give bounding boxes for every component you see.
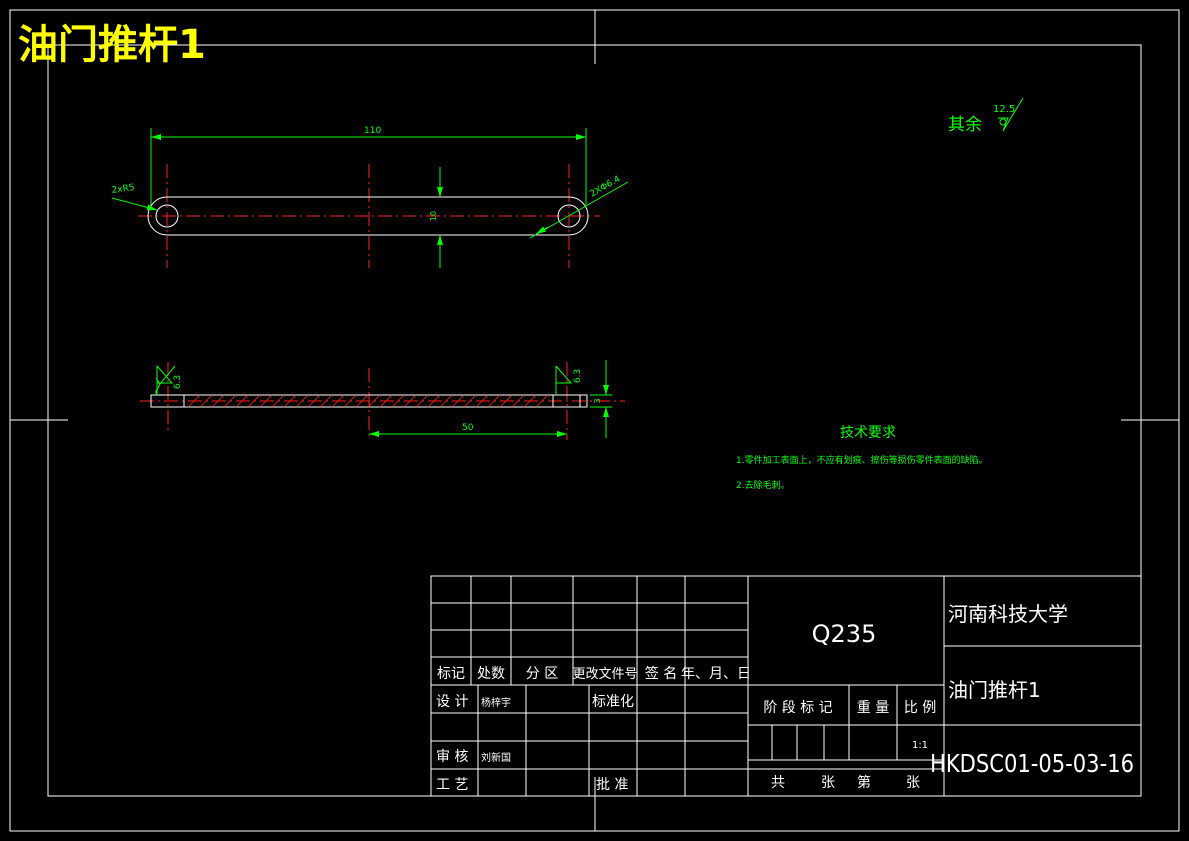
tb-header-date: 年、月、日 [681,666,751,682]
dim-half-length-text: 50 [462,423,474,433]
tb-sheet-no: 第 [857,774,871,791]
tech-req-title: 技术要求 [840,425,896,441]
title-block-frame [430,575,1142,797]
roughness-right-value: 6.3 [573,369,583,383]
tb-header-signature: 签 名 [645,665,677,682]
tb-scale-value: 1:1 [912,740,928,751]
tb-drawing-number: HKDSC01-05-03-16 [930,749,1134,778]
roughness-symbol-icon [998,97,1024,132]
right-hole [557,204,581,228]
tb-review-label: 审 核 [436,749,468,765]
tb-sheet-unit2: 张 [906,775,920,791]
leader-right-arrow [535,226,549,235]
side-view: 6.3 6.3 3 50 [140,360,625,440]
tb-header-change-doc: 更改文件号 [572,667,637,682]
tb-organization: 河南科技大学 [948,602,1068,626]
tb-sheet-unit1: 张 [821,775,835,791]
surface-finish-label: 其余 [948,115,982,135]
tech-requirements: 技术要求 1.零件加工表面上，不应有划痕、擦伤等损伤零件表面的缺陷。 2.去除毛… [736,425,988,491]
tb-part-name: 油门推杆1 [948,678,1041,702]
tb-material: Q235 [812,620,877,648]
title-block: 标记 处数 分 区 更改文件号 签 名 年、月、日 设 计 杨梓宇 标准化 审 … [430,575,1142,797]
dim-thickness-text: 3 [593,398,602,403]
tb-weight-label: 重 量 [857,700,889,716]
leader-left-hole [111,197,158,211]
roughness-left-tri-icon [156,365,174,395]
roughness-circle-icon [999,118,1007,126]
header-title: 油门推杆1 [18,22,206,68]
tb-process-label: 工 艺 [436,777,468,793]
tb-scale-label: 比 例 [904,700,936,716]
tech-req-item-1: 1.零件加工表面上，不应有划痕、擦伤等损伤零件表面的缺陷。 [736,454,988,466]
leader-right-hole [529,181,629,239]
tech-req-item-2: 2.去除毛刺。 [736,479,790,491]
tb-review-name: 刘新国 [481,751,511,764]
roughness-right-tri-icon [555,365,573,395]
tb-header-mark: 标记 [437,666,465,682]
dim-overall-length-text: 110 [364,126,381,136]
tb-sheet-total: 共 [771,775,785,791]
tb-approve-label: 批 准 [596,777,628,793]
tb-standardize-label: 标准化 [592,694,634,710]
tb-stage-label: 阶 段 标 记 [763,700,832,716]
left-hole [155,204,179,228]
left-hole-callout: 2xR5 [111,183,135,196]
surface-finish-value: 12.5 [993,104,1015,115]
tb-design-name: 杨梓宇 [481,696,511,709]
tb-header-zone: 分 区 [526,666,558,682]
hatch-area [187,394,549,408]
surface-finish-other: 其余 12.5 [948,97,1024,135]
roughness-left-value: 6.3 [173,375,183,389]
right-hole-callout: 2XΦ6.4 [589,174,623,199]
tb-design-label: 设 计 [436,694,468,710]
front-view: 110 2xR5 2XΦ6.4 10 [111,126,629,268]
side-plate-outline [150,394,588,408]
dim-height-text: 10 [429,211,438,221]
tb-header-count: 处数 [477,666,505,682]
